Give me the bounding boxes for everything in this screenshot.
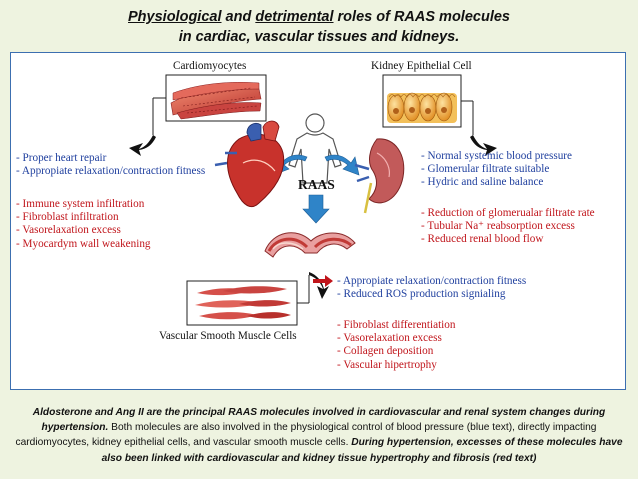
arrow-to-cardio-list [129, 135, 156, 156]
list-item: - Appropiate relaxation/contraction fitn… [337, 275, 527, 287]
flow-arrows [129, 135, 497, 299]
list-item: - Reduced ROS production signialing [337, 288, 506, 301]
caption-part-3: During hypertension, excesses of these m… [101, 437, 623, 464]
list-item: - Tubular Na⁺ reabsorption excess [421, 220, 575, 233]
cardio-detrimental-list: - Immune system infiltration - Fibroblas… [16, 198, 151, 251]
kidney-detrimental-list: - Reduction of glomerualar filtrate rate… [421, 207, 595, 247]
list-item: - Appropiate relaxation/contraction fitn… [16, 165, 206, 178]
red-arrow-right [313, 275, 333, 287]
vascular-physiological-list: - Appropiate relaxation/contraction fitn… [337, 275, 526, 301]
vascular-detrimental-list: - Fibroblast differentiation - Vasorelax… [337, 319, 455, 372]
kidney-epithelial-inset [382, 74, 474, 135]
list-item: - Fibroblast infiltration [16, 211, 119, 224]
blue-arrow-right [324, 154, 360, 176]
list-item: - Immune system infiltration [16, 198, 145, 210]
arrow-to-kidney-list [470, 135, 497, 156]
page-title-line-1: Physiological and detrimental roles of R… [0, 9, 638, 25]
list-item: - Collagen deposition [337, 345, 434, 358]
smooth-muscle-cells-image [195, 286, 291, 320]
title-detrimental: detrimental [255, 9, 334, 25]
title-rest: roles of RAAS molecules [333, 9, 510, 25]
list-item: - Hydric and saline balance [421, 176, 544, 189]
list-item: - Normal systemic blood pressure [421, 150, 572, 162]
title-physiological: Physiological [128, 9, 222, 25]
title-and: and [221, 9, 256, 25]
list-item: - Vasorelaxation excess [337, 332, 442, 345]
cardiomyocytes-label: Cardiomyocytes [173, 60, 247, 72]
human-silhouette [288, 113, 342, 184]
blue-arrow-down [302, 194, 330, 224]
list-item: - Vasorelaxation excess [16, 224, 121, 237]
caption-part-2: Both molecules are also involved in the … [15, 422, 597, 449]
figure-caption: Aldosterone and Ang II are the principal… [10, 405, 628, 466]
raas-label: RAAS [298, 177, 335, 192]
cardiomyocytes-inset [152, 74, 267, 135]
list-item: - Reduction of glomerualar filtrate rate [421, 207, 595, 219]
list-item: - Proper heart repair [16, 152, 107, 164]
blood-vessel-image [264, 232, 356, 258]
vascular-inset [186, 275, 310, 326]
list-item: - Fibroblast differentiation [337, 319, 456, 331]
epithelial-cells-image [387, 92, 457, 123]
caption-part-1: Aldosterone and Ang II are the principal… [32, 407, 606, 434]
list-item: - Vascular hipertrophy [337, 358, 437, 371]
heart-image [214, 120, 285, 208]
page-title-line-2: in cardiac, vascular tissues and kidneys… [178, 29, 460, 45]
list-item: - Reduced renal blood flow [421, 233, 544, 246]
kidney-image [354, 138, 405, 214]
list-item: - Glomerular filtrate suitable [421, 163, 550, 176]
kidney-physiological-list: - Normal systemic blood pressure - Glome… [421, 150, 572, 190]
arrow-to-vascular-list [309, 272, 329, 299]
list-item: - Myocardym wall weakening [16, 237, 151, 250]
diagram-drawing [129, 74, 497, 326]
diagram-frame: Cardiomyocytes Kidney Epithelial Cell Va… [10, 52, 626, 390]
cardiomyocyte-fibers-image [170, 82, 262, 120]
kidney-epithelial-label: Kidney Epithelial Cell [371, 60, 472, 72]
cardio-physiological-list: - Proper heart repair - Appropiate relax… [16, 152, 205, 178]
vascular-smooth-muscle-label: Vascular Smooth Muscle Cells [159, 330, 297, 342]
